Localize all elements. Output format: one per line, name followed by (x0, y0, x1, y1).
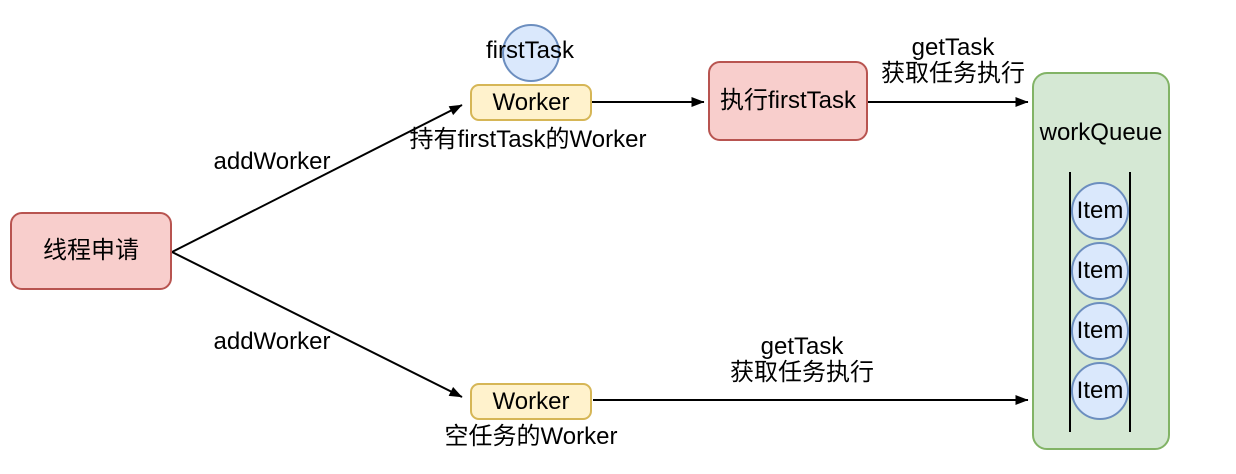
caption-worker-with-firsttask: 持有firstTask的Worker (409, 126, 647, 154)
edge-label-addworker-bottom: addWorker (213, 328, 331, 355)
work-queue-label: workQueue (1039, 119, 1163, 147)
queue-item-label: Item (1076, 377, 1124, 404)
edge-label-gettask-top-line1: getTask (911, 34, 995, 61)
queue-item-label: Item (1076, 317, 1124, 344)
edge-label-gettask-bottom: getTask 获取任务执行 (702, 334, 902, 386)
edge-label-gettask-bottom-line1: getTask (760, 333, 844, 360)
node-thread-request: 线程申请 (10, 212, 172, 290)
node-worker-empty: Worker (470, 383, 592, 420)
caption-worker-empty: 空任务的Worker (444, 423, 618, 451)
first-task-circle (502, 24, 560, 82)
queue-rail-left (1069, 172, 1071, 432)
node-thread-request-label: 线程申请 (43, 237, 139, 265)
edge-label-gettask-top-line2: 获取任务执行 (881, 60, 1025, 87)
queue-item-label: Item (1076, 257, 1124, 284)
node-worker-empty-label: Worker (492, 387, 570, 415)
queue-item: Item (1071, 302, 1129, 360)
queue-item-label: Item (1076, 197, 1124, 224)
queue-rail-right (1129, 172, 1131, 432)
node-worker-with-firsttask-label: Worker (492, 88, 570, 116)
node-exec-firsttask-label: 执行firstTask (719, 87, 856, 115)
edge-label-gettask-top: getTask 获取任务执行 (853, 35, 1053, 87)
edge-label-gettask-bottom-line2: 获取任务执行 (730, 359, 874, 386)
queue-item: Item (1071, 242, 1129, 300)
queue-item: Item (1071, 182, 1129, 240)
edge-addworker-bottom-arrow (171, 251, 463, 398)
queue-item: Item (1071, 362, 1129, 420)
edge-label-addworker-top: addWorker (213, 148, 331, 175)
edge-addworker-top-arrow (171, 104, 463, 253)
first-task-label: firstTask (485, 37, 574, 65)
node-exec-firsttask: 执行firstTask (708, 61, 868, 141)
node-worker-with-firsttask: Worker (470, 84, 592, 121)
